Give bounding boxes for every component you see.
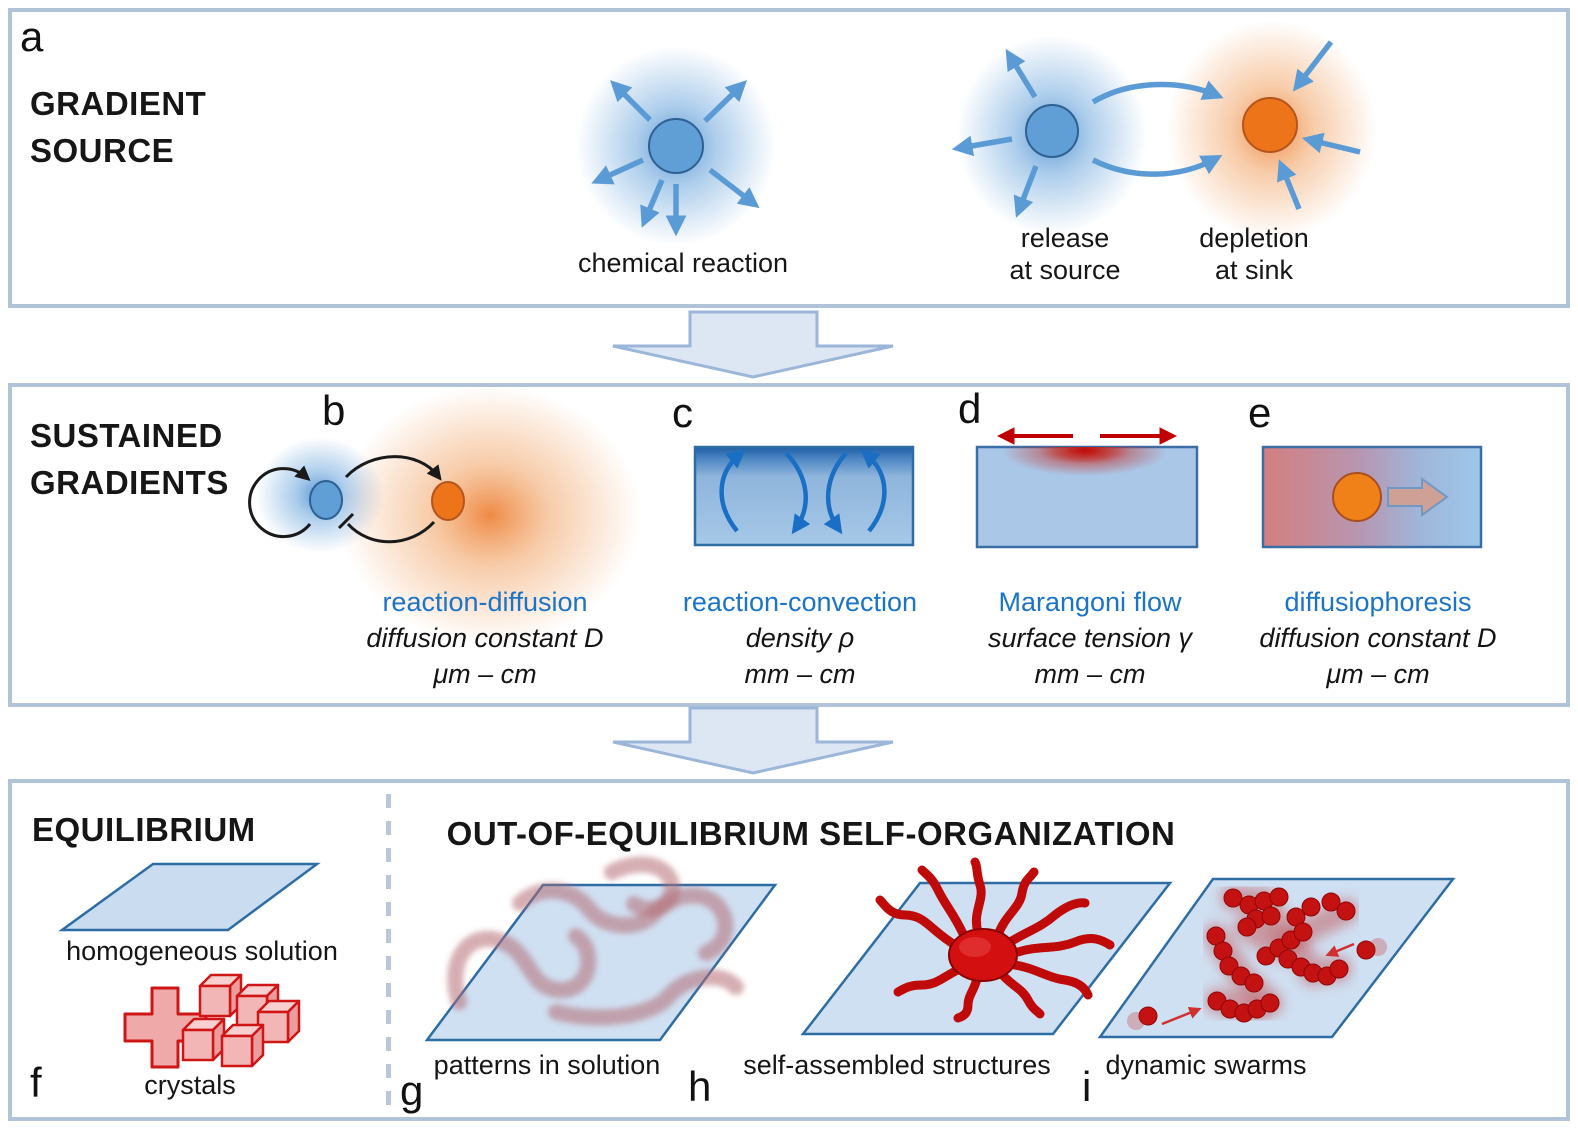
mechanism-scale: mm – cm <box>1034 659 1146 689</box>
panel-letter-c: c <box>672 389 693 436</box>
mechanism-label: reaction-convection <box>682 587 918 617</box>
release-caption: release at source <box>965 222 1165 286</box>
out-of-equilibrium-title: OUT-OF-EQUILIBRIUM SELF-ORGANIZATION <box>446 815 1176 852</box>
panel-letter-f: f <box>30 1059 42 1106</box>
panel-letter-g: g <box>400 1067 424 1114</box>
mechanism-label: reaction-diffusion <box>382 587 588 617</box>
caption-line: release <box>1020 223 1110 253</box>
caption-line: depletion <box>1199 223 1309 253</box>
panel-letter-e: e <box>1248 389 1272 436</box>
panel-letter-b: b <box>322 387 346 434</box>
mechanism-parameter: surface tension γ <box>987 623 1193 653</box>
depletion-caption: depletion at sink <box>1154 222 1354 286</box>
panel-letter-d: d <box>958 385 982 432</box>
crystals-caption: crystals <box>144 1070 236 1100</box>
equilibrium-title: EQUILIBRIUM <box>32 811 256 848</box>
panel-letter-h: h <box>688 1063 712 1110</box>
mechanism-scale: μm – cm <box>433 659 537 689</box>
mechanism-parameter: diffusion constant D <box>1259 623 1497 653</box>
mechanism-scale: μm – cm <box>1326 659 1430 689</box>
mechanism-parameter: density ρ <box>745 623 855 653</box>
gradient-source-title: GRADIENT SOURCE <box>30 80 206 174</box>
mechanism-scale: mm – cm <box>744 659 856 689</box>
down-arrow-icon <box>612 310 894 379</box>
caption-line: at sink <box>1214 255 1294 285</box>
mechanism-parameter: diffusion constant D <box>366 623 604 653</box>
title-line: SUSTAINED <box>30 417 223 454</box>
panel-letter-a: a <box>20 13 44 60</box>
patterns-caption: patterns in solution <box>433 1050 661 1080</box>
panel-letter-i: i <box>1082 1063 1092 1110</box>
chemical-reaction-caption: chemical reaction <box>577 248 789 278</box>
self-assembled-caption: self-assembled structures <box>743 1050 1051 1080</box>
equilibrium-divider <box>386 794 391 1114</box>
mechanism-label: Marangoni flow <box>998 587 1182 617</box>
dynamic-swarms-caption: dynamic swarms <box>1105 1050 1307 1080</box>
caption-line: at source <box>1009 255 1121 285</box>
title-line: GRADIENT <box>30 85 207 122</box>
title-line: SOURCE <box>30 132 175 169</box>
down-arrow-icon <box>612 706 894 775</box>
title-line: GRADIENTS <box>30 464 229 501</box>
homogeneous-solution-caption: homogeneous solution <box>66 936 338 966</box>
mechanism-label: diffusiophoresis <box>1284 587 1472 617</box>
sustained-gradients-title: SUSTAINED GRADIENTS <box>30 412 229 506</box>
